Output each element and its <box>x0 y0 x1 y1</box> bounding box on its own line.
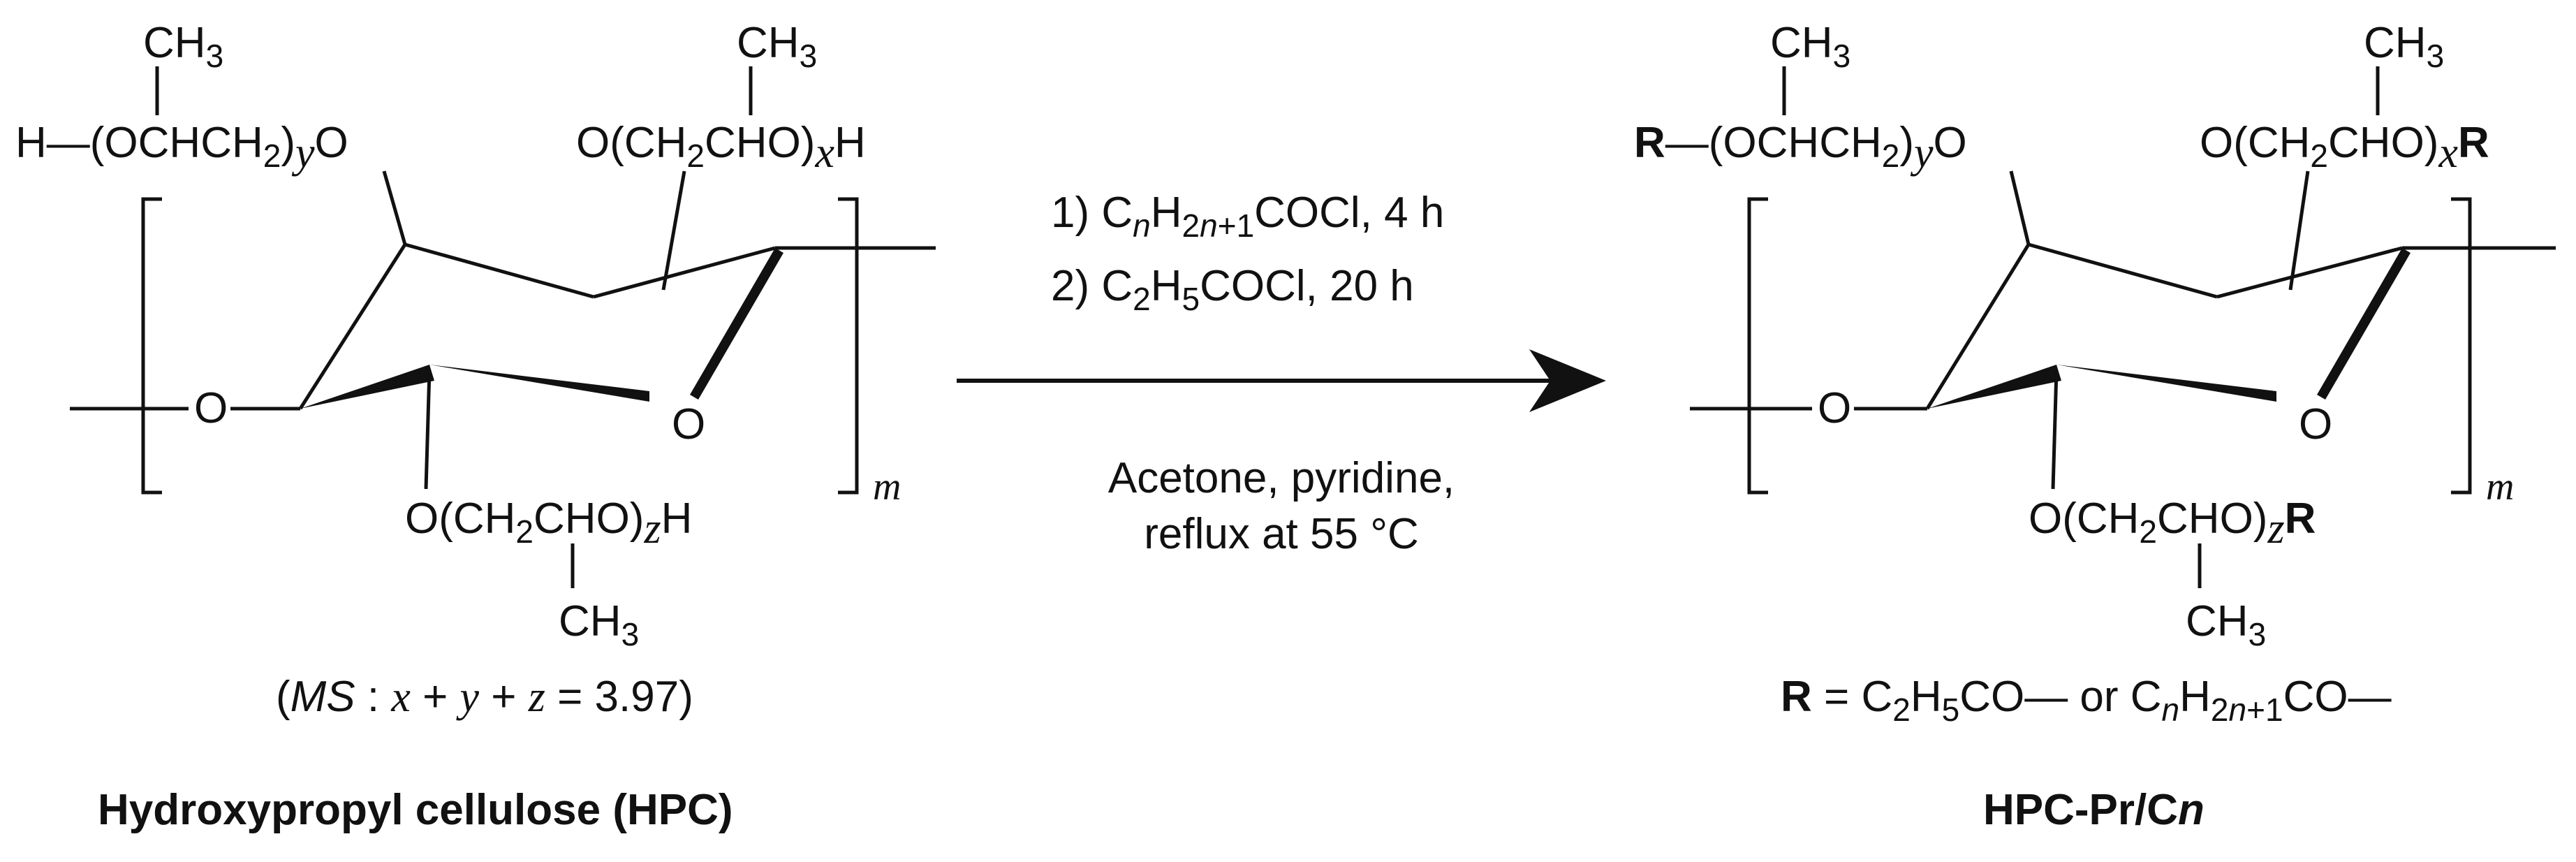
product-top-left-chain: R—(OCHCH2)yO <box>1634 119 1967 177</box>
reaction-conditions: 1) CnH2n+1COCl, 4 h 2) C2H5COCl, 20 h Ac… <box>957 189 1606 558</box>
product-bottom-ch3: CH3 <box>2186 597 2266 652</box>
hpc-ring-o-left: O <box>194 384 228 432</box>
product-repeat-m: m <box>2486 465 2514 509</box>
product-left-bracket <box>1747 197 1768 495</box>
hpc-ring-o: O <box>672 400 705 448</box>
product-top-right-chain: O(CH2CHO)xR <box>2200 119 2489 177</box>
product-wedge-right <box>2317 248 2411 400</box>
hpc-top-left-chain: H—(OCHCH2)yO <box>15 119 348 177</box>
product-ring-left <box>1925 243 2031 410</box>
hpc-top-right-ch3: CH3 <box>737 19 817 74</box>
product-bond-c2 <box>2288 170 2310 291</box>
product-top-left-ch3: CH3 <box>1770 19 1850 74</box>
hpc-bond-c6 <box>424 370 432 490</box>
hpc-top-right-chain: O(CH2CHO)xH <box>576 119 866 177</box>
hpc-ms-text: (MS : x + y + z = 3.97) <box>276 673 693 721</box>
reaction-condition-1: Acetone, pyridine, <box>1108 454 1455 502</box>
product-ring-top-left <box>2028 242 2218 299</box>
hpc-top-left-ch3: CH3 <box>143 19 223 74</box>
product-bottom-chain: O(CH2CHO)zR <box>2029 495 2316 553</box>
product-r-definition: R = C2H5CO— or CnH2n+1CO— <box>1781 673 2392 728</box>
product-bond-c6 <box>2051 370 2059 490</box>
product-wedge-left-bottom <box>1927 365 2061 409</box>
product-structure: CH3 R—(OCHCH2)yO CH3 O(CH2CHO)xR m O O O… <box>1634 19 2556 834</box>
reaction-step-1: 1) CnH2n+1COCl, 4 h <box>1051 189 1444 244</box>
reaction-step-2: 2) C2H5COCl, 20 h <box>1051 262 1414 317</box>
reaction-arrow-head <box>1529 349 1606 412</box>
product-wedge-bottom <box>2056 365 2276 402</box>
hpc-ring-left <box>298 243 407 410</box>
hpc-wedge-right <box>690 248 783 400</box>
product-top-right-ch3: CH3 <box>2364 19 2444 74</box>
hpc-bottom-chain: O(CH2CHO)zH <box>405 495 692 553</box>
hpc-right-bracket <box>838 197 859 495</box>
product-right-bracket <box>2451 197 2472 495</box>
hpc-ring-top-right <box>593 246 776 299</box>
hpc-left-bracket <box>141 197 162 495</box>
hpc-wedge-bottom <box>429 365 649 402</box>
hpc-name: Hydroxypropyl cellulose (HPC) <box>98 786 733 834</box>
product-ring-top-right <box>2216 246 2403 299</box>
hpc-wedge-left-bottom <box>300 365 434 409</box>
product-ring-o-left: O <box>1818 384 1851 432</box>
product-bond-c3 <box>2009 170 2031 245</box>
hpc-ring-top-left <box>404 242 594 299</box>
hpc-repeat-m: m <box>873 465 901 509</box>
hpc-bottom-ch3: CH3 <box>559 597 639 652</box>
hpc-bond-c3 <box>382 170 407 245</box>
hpc-bond-c2 <box>661 170 686 291</box>
product-name: HPC-Pr/Cn <box>1983 786 2205 834</box>
reaction-condition-2: reflux at 55 °C <box>1144 510 1419 558</box>
product-ring-o: O <box>2299 400 2332 448</box>
hpc-structure: CH3 H—(OCHCH2)yO CH3 O(CH2CHO)xH m O O O… <box>15 19 936 834</box>
